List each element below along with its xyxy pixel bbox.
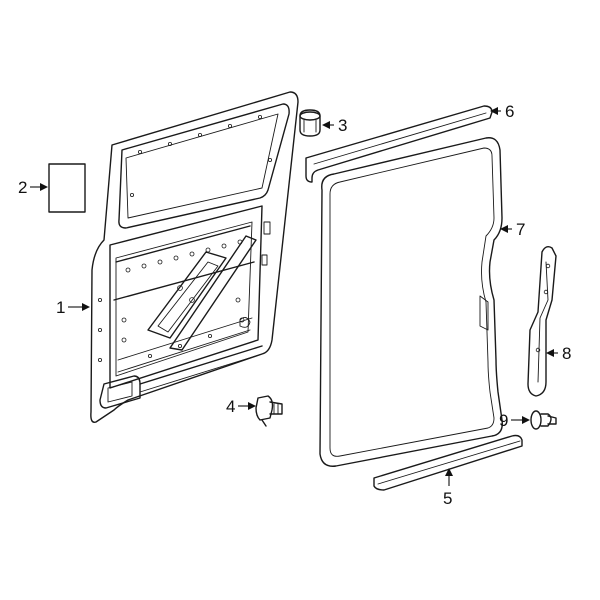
callout-7: 7: [500, 220, 525, 239]
callout-label: 6: [505, 102, 514, 121]
upper-seal-strip: [305, 105, 493, 183]
bumper: [299, 109, 321, 137]
push-clip: [530, 410, 557, 430]
callout-label: 5: [443, 489, 452, 508]
callout-8: 8: [546, 344, 571, 363]
callout-5: 5: [443, 468, 453, 508]
callout-label: 4: [226, 397, 235, 416]
callout-label: 7: [516, 220, 525, 239]
callout-9: 9: [499, 411, 530, 430]
callout-label: 2: [18, 178, 27, 197]
callout-4: 4: [226, 397, 256, 416]
hinge-bolt: [255, 395, 283, 427]
callout-label: 8: [562, 344, 571, 363]
rear-seal-bracket: [527, 245, 557, 397]
callout-2: 2: [18, 178, 48, 197]
callout-label: 3: [338, 116, 347, 135]
lower-scuff-seal: [373, 434, 523, 491]
callout-1: 1: [56, 298, 90, 317]
callout-3: 3: [322, 116, 347, 135]
callout-6: 6: [490, 102, 514, 121]
door-shell: [90, 91, 299, 423]
weatherstrip: [319, 137, 503, 467]
label-sticker: [48, 163, 86, 213]
callout-label: 9: [499, 411, 508, 430]
callout-label: 1: [56, 298, 65, 317]
